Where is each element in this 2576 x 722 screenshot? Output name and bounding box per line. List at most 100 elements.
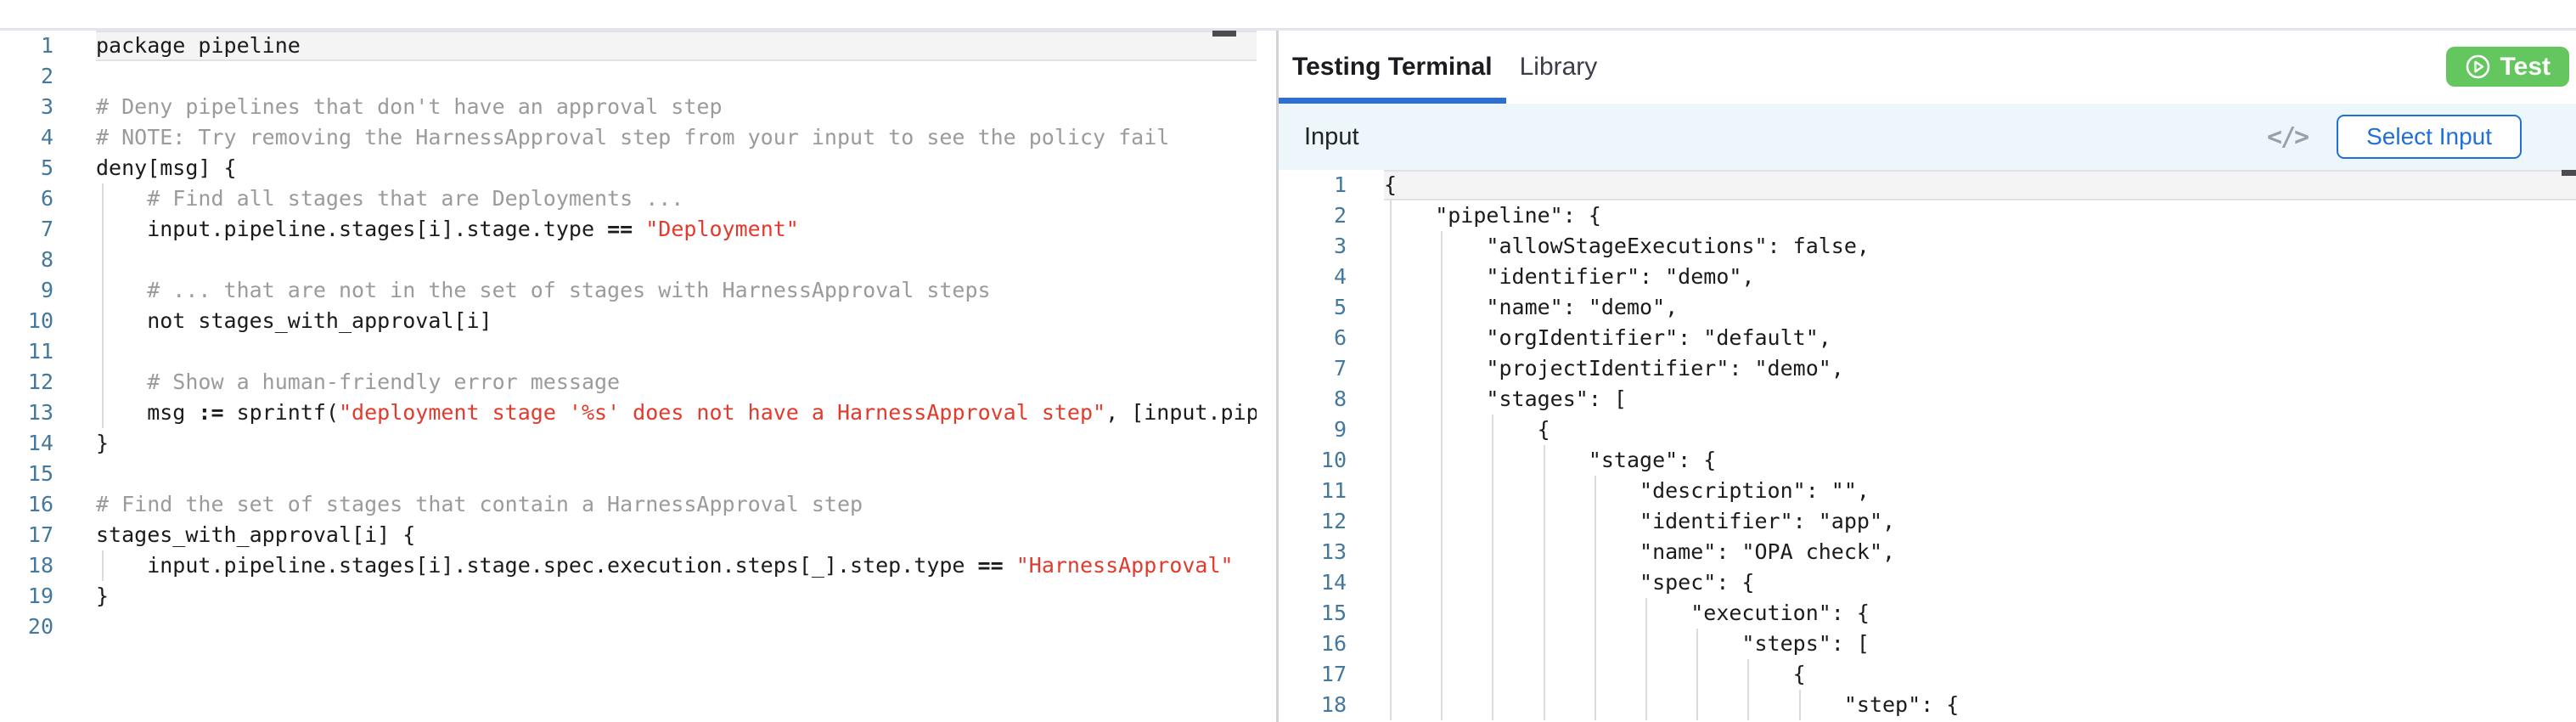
code-line: 13 "name": "OPA check",: [1279, 537, 2576, 567]
indent-guide: [1441, 292, 1443, 323]
testing-terminal-panel: Testing Terminal Library Test Input </> …: [1279, 31, 2576, 722]
indent-guide: [1441, 506, 1443, 537]
code-token: "projectIdentifier": "demo",: [1384, 356, 1844, 381]
comment-token: # Deny pipelines that don't have an appr…: [96, 94, 723, 119]
panel-divider[interactable]: [1276, 31, 1279, 722]
line-number: 1: [1333, 172, 1347, 197]
code-token: "identifier": "app",: [1384, 509, 1896, 533]
indent-guide: [1645, 659, 1647, 690]
code-token: "orgIdentifier": "default",: [1384, 325, 1831, 350]
code-line: 16# Find the set of stages that contain …: [0, 489, 1257, 520]
indent-guide: [1390, 384, 1392, 415]
indent-guide: [1390, 200, 1392, 231]
code-line-content: # ... that are not in the set of stages …: [96, 275, 1257, 306]
line-number: 5: [40, 155, 53, 180]
code-line-content: "execution": {: [1384, 598, 2576, 629]
code-token: input.pipeline.stages[i].stage.spec.exec…: [96, 553, 978, 578]
indent-guide: [1696, 690, 1699, 720]
code-token: "pipeline": {: [1384, 203, 1601, 228]
code-line: 4# NOTE: Try removing the HarnessApprova…: [0, 122, 1257, 153]
comment-token: # ... that are not in the set of stages …: [96, 278, 991, 302]
code-line-content: {: [1384, 659, 2576, 690]
line-number: 13: [27, 400, 53, 425]
indent-guide: [1390, 506, 1392, 537]
line-number: 11: [27, 339, 53, 364]
indent-guide: [1696, 659, 1699, 690]
line-number: 17: [27, 522, 53, 547]
code-token: sprintf(: [223, 400, 339, 425]
code-line-content: "spec": {: [1384, 567, 2576, 598]
code-token: "steps": [: [1384, 631, 1870, 656]
indent-guide: [1441, 415, 1443, 445]
indent-guide: [1492, 445, 1494, 476]
indent-guide: [102, 245, 104, 275]
code-line: 5 "name": "demo",: [1279, 292, 2576, 323]
code-line: 11: [0, 336, 1257, 367]
indent-guide: [1390, 445, 1392, 476]
tab-testing-terminal[interactable]: Testing Terminal: [1279, 31, 1506, 104]
indent-guide: [1696, 629, 1699, 659]
code-line: 13 msg := sprintf("deployment stage '%s'…: [0, 398, 1257, 428]
tab-library[interactable]: Library: [1519, 53, 1598, 81]
code-line: 10 not stages_with_approval[i]: [0, 306, 1257, 336]
code-token: input.pipeline.stages[i].stage.type: [96, 217, 608, 241]
code-line: 1{: [1279, 170, 2576, 200]
indent-guide: [1594, 629, 1596, 659]
indent-guide: [1390, 231, 1392, 262]
line-number: 2: [40, 64, 53, 88]
code-token: [633, 217, 645, 241]
input-json-editor[interactable]: 1{2 "pipeline": {3 "allowStageExecutions…: [1279, 170, 2576, 722]
code-line-content: "pipeline": {: [1384, 200, 2576, 231]
code-line-content: input.pipeline.stages[i].stage.spec.exec…: [96, 550, 1257, 581]
indent-guide: [1798, 690, 1801, 720]
code-view-icon[interactable]: </>: [2266, 121, 2309, 152]
code-line: 9 {: [1279, 415, 2576, 445]
indent-guide: [1594, 476, 1596, 506]
indent-guide: [1441, 567, 1443, 598]
indent-guide: [1492, 537, 1494, 567]
code-token: {: [1384, 417, 1550, 442]
code-line-content: }: [96, 428, 1257, 459]
code-line: 2: [0, 61, 1257, 92]
code-line: 3 "allowStageExecutions": false,: [1279, 231, 2576, 262]
code-line-content: msg := sprintf("deployment stage '%s' do…: [96, 398, 1257, 428]
code-token: not stages_with_approval[i]: [96, 308, 492, 333]
line-number: 18: [27, 553, 53, 578]
code-token: "name": "demo",: [1384, 295, 1679, 319]
code-line-content: "identifier": "app",: [1384, 506, 2576, 537]
indent-guide: [1543, 567, 1545, 598]
indent-guide: [102, 214, 104, 245]
line-number: 8: [40, 247, 53, 272]
code-line: 12 # Show a human-friendly error message: [0, 367, 1257, 398]
code-line: 18 input.pipeline.stages[i].stage.spec.e…: [0, 550, 1257, 581]
code-line-content: "stages": [: [1384, 384, 2576, 415]
indent-guide: [1390, 476, 1392, 506]
code-line-content: # Find the set of stages that contain a …: [96, 489, 1257, 520]
line-number: 3: [1333, 234, 1347, 258]
line-number: 20: [27, 614, 53, 639]
line-number: 4: [1333, 264, 1347, 289]
select-input-button[interactable]: Select Input: [2337, 115, 2522, 159]
line-number: 16: [1320, 631, 1347, 656]
indent-guide: [1441, 262, 1443, 292]
line-number: 5: [1333, 295, 1347, 319]
indent-guide: [102, 550, 104, 581]
indent-guide: [1492, 690, 1494, 720]
code-token: "name": "OPA check",: [1384, 539, 1896, 564]
indent-guide: [1390, 262, 1392, 292]
test-button[interactable]: Test: [2445, 47, 2569, 87]
test-button-label: Test: [2500, 52, 2551, 81]
code-line-content: "orgIdentifier": "default",: [1384, 323, 2576, 353]
line-number: 6: [40, 186, 53, 211]
string-token: "Deployment": [645, 217, 799, 241]
indent-guide: [1390, 567, 1392, 598]
indent-guide: [1441, 384, 1443, 415]
line-number: 9: [1333, 417, 1347, 442]
indent-guide: [1747, 659, 1750, 690]
indent-guide: [1441, 476, 1443, 506]
line-number: 10: [27, 308, 53, 333]
code-line-content: "stage": {: [1384, 445, 2576, 476]
